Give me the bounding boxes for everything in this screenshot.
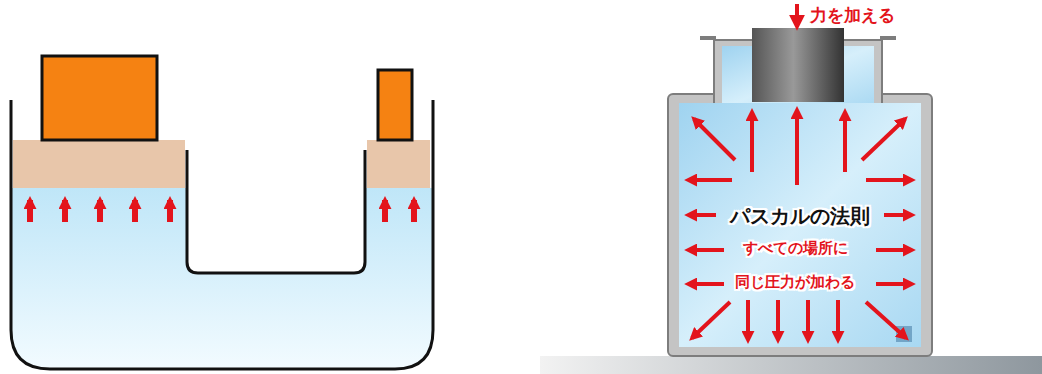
liquid [12,188,432,368]
pascal-container [540,4,1042,374]
large-piston [13,140,185,188]
text-label: パスカルの法則 [700,203,900,229]
small-weight [378,70,412,140]
small-piston [367,140,430,188]
liquid-container: パスカルの法則すべての場所に 同じ圧力が加わる [679,103,921,347]
text-label: 力を加える [810,4,940,26]
pressure-arrows [30,200,414,222]
vessel-wall [11,100,433,369]
text-label: すべての場所に 同じ圧力が加わる [725,231,865,299]
pressure-arrows [688,110,912,340]
piston [752,28,844,102]
large-weight [42,56,157,140]
container-frame [668,94,932,356]
vessel-wall [187,150,365,273]
force-arrow [795,4,799,26]
ground [540,356,1042,374]
hydraulic-press [11,56,433,369]
liquid [679,103,921,347]
